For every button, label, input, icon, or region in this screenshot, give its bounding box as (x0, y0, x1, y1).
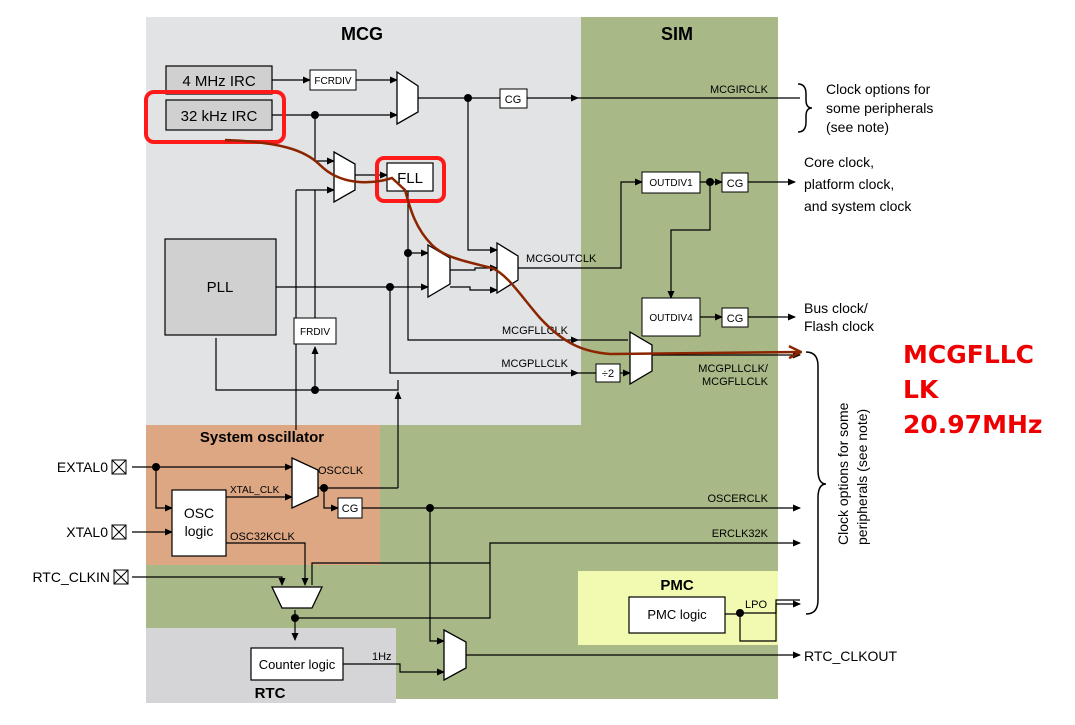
highlight-fll (375, 156, 446, 203)
pin-rtc-clkin-icon (113, 569, 129, 585)
block-cg-core: CG (721, 172, 749, 193)
sig-mcgirclk: MCGIRCLK (710, 84, 769, 96)
block-4mhz-irc: 4 MHz IRC (165, 65, 273, 95)
pin-rtc-clkin-label: RTC_CLKIN (32, 569, 110, 585)
sim-title: SIM (661, 24, 693, 44)
label-cg-irclk: CG (505, 94, 522, 106)
osc-title: System oscillator (200, 429, 324, 446)
block-cg-bus: CG (721, 307, 749, 328)
label-frdiv: FRDIV (300, 327, 330, 338)
bus-clock-1: Bus clock/ (804, 300, 868, 316)
block-osc-logic: OSC logic (171, 489, 227, 557)
block-pll: PLL (164, 238, 277, 336)
sig-lpo: LPO (745, 599, 767, 611)
sig-mcgfllclk: MCGFLLCLK (502, 325, 569, 337)
osc-mux (291, 456, 319, 510)
block-pmc-logic: PMC logic (628, 596, 726, 634)
output-labels: Clock options for some peripherals (see … (797, 81, 933, 664)
block-div2: ÷2 (595, 363, 621, 383)
core-clock-1: Core clock, (804, 154, 874, 170)
sig-mcgoutclk: MCGOUTCLK (526, 253, 597, 265)
annotation-line-1: MCGFLLC (903, 340, 1034, 369)
label-fll: FLL (397, 170, 423, 187)
label-pmc-logic: PMC logic (647, 607, 707, 622)
brace-peripheral (805, 351, 827, 615)
label-cg-bus: CG (727, 313, 744, 325)
rtc-clkout-mux (443, 628, 467, 682)
sig-erclk32k: ERCLK32K (712, 528, 769, 540)
label-cg-osc: CG (342, 503, 359, 515)
block-outdiv1: OUTDIV1 (641, 171, 701, 194)
pll-fll-sel-mux (629, 330, 653, 386)
block-fll: FLL (386, 162, 434, 192)
block-cg-irclk: CG (499, 88, 528, 109)
label-counter-logic: Counter logic (259, 657, 336, 672)
pin-xtal0-label: XTAL0 (66, 524, 108, 540)
sig-osc32kclk: OSC32KCLK (230, 531, 295, 543)
pin-extal0-icon (111, 459, 127, 475)
irclk-opts-3: (see note) (826, 119, 889, 135)
mcg-title: MCG (341, 24, 383, 44)
irclk-opts-2: some peripherals (826, 100, 933, 116)
pin-extal0-label: EXTAL0 (57, 459, 108, 475)
sig-mcgpll-fll-2: MCGFLLCLK (702, 376, 769, 388)
block-counter-logic: Counter logic (250, 647, 344, 681)
annotation-line-2: LK (903, 375, 940, 404)
block-frdiv: FRDIV (293, 317, 337, 345)
pins: EXTAL0 XTAL0 RTC_CLKIN (32, 459, 129, 585)
muxes (270, 70, 653, 682)
brace-irclk (797, 83, 813, 133)
label-osc-logic-1: OSC (184, 505, 214, 521)
rtc-clkout-label: RTC_CLKOUT (804, 648, 898, 664)
sig-mcgpll-fll-1: MCGPLLCLK/ (698, 363, 769, 375)
block-outdiv4: OUTDIV4 (641, 297, 701, 337)
bus-clock-2: Flash clock (804, 318, 875, 334)
label-pll: PLL (207, 279, 234, 296)
label-32khz-irc: 32 kHz IRC (181, 108, 258, 125)
fll-mux (333, 150, 356, 204)
label-fcrdiv: FCRDIV (314, 76, 352, 87)
block-cg-osc: CG (337, 497, 363, 519)
sig-oscerclk: OSCERCLK (707, 493, 768, 505)
highlight-32khz-irc (144, 90, 286, 144)
block-fcrdiv: FCRDIV (309, 69, 357, 91)
core-clock-3: and system clock (804, 198, 912, 214)
label-osc-logic-2: logic (185, 523, 214, 539)
label-4mhz-irc: 4 MHz IRC (182, 73, 256, 90)
rtc-title: RTC (255, 685, 286, 702)
block-32khz-irc: 32 kHz IRC (165, 99, 273, 131)
core-clock-2: platform clock, (804, 176, 894, 192)
rtc-src-mux (270, 586, 324, 609)
pmc-title: PMC (660, 577, 694, 594)
label-outdiv1: OUTDIV1 (649, 178, 693, 189)
pin-xtal0-icon (111, 524, 127, 540)
irclk-opts-1: Clock options for (826, 81, 931, 97)
sig-1hz: 1Hz (372, 651, 392, 663)
label-div2: ÷2 (602, 368, 614, 380)
junctions (152, 94, 744, 622)
annotation-line-3: 20.97MHz (903, 410, 1042, 439)
periph-opts-1: Clock options for some (835, 402, 851, 545)
periph-opts-2: peripherals (see note) (854, 409, 870, 545)
mcgout-mux (496, 241, 519, 295)
sig-oscclk: OSCCLK (318, 465, 364, 477)
label-outdiv4: OUTDIV4 (649, 313, 693, 324)
bottom-cut (581, 699, 781, 725)
signal-labels: MCGIRCLK MCGOUTCLK MCGFLLCLK MCGPLLCLK M… (230, 84, 769, 663)
label-cg-core: CG (727, 178, 744, 190)
clock-path-annotation (224, 138, 800, 354)
sig-mcgpllclk: MCGPLLCLK (501, 358, 568, 370)
irc-mux (396, 70, 419, 126)
sig-xtal-clk: XTAL_CLK (230, 485, 280, 496)
